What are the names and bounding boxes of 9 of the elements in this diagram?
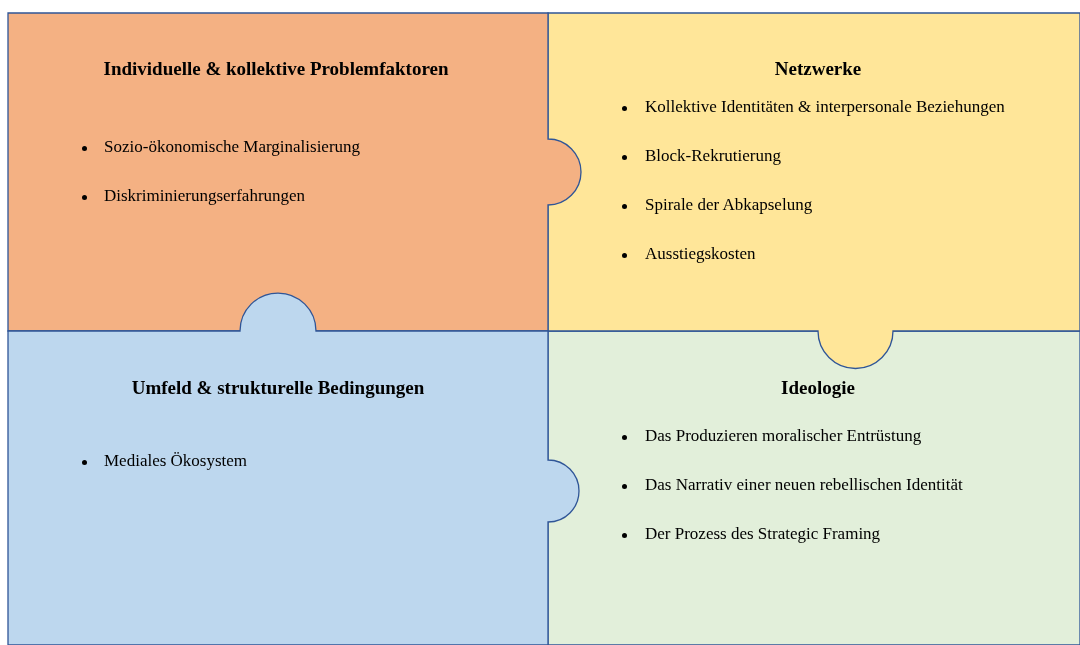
bullet-item: Mediales Ökosystem — [104, 451, 248, 471]
bullet-item: Diskriminierungserfahrungen — [104, 186, 306, 206]
piece-heading: Individuelle & kollektive Problemfaktoren — [103, 58, 449, 80]
bullet-item: Sozio-ökonomische Marginalisierung — [104, 137, 361, 157]
piece-heading: Umfeld & strukturelle Bedingungen — [131, 377, 425, 399]
bullet-item: Das Narrativ einer neuen rebellischen Identität — [645, 475, 963, 495]
piece-heading: Ideologie — [781, 377, 855, 399]
bullet-item: Der Prozess des Strategic Framing — [645, 524, 881, 544]
bullet-item: Das Produzieren moralischer Entrüstung — [645, 426, 922, 446]
